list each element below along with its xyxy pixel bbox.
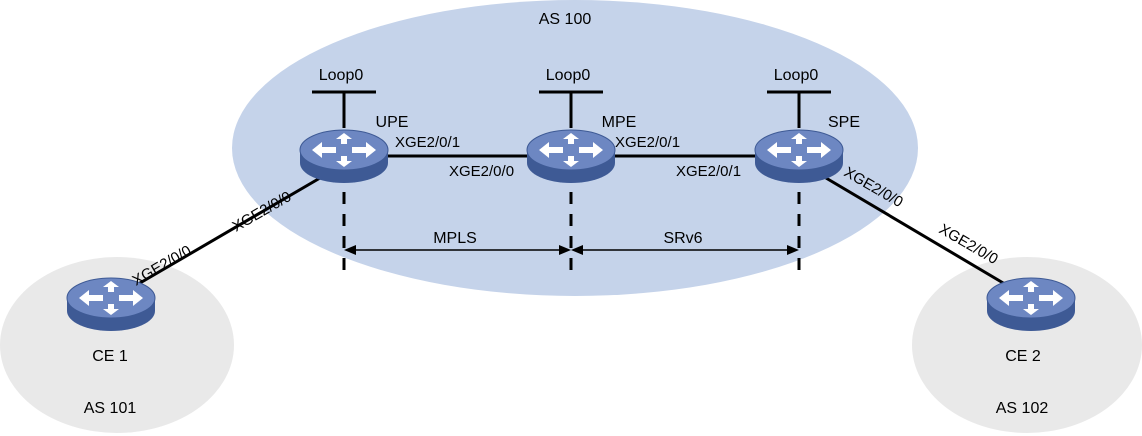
link-spe-ce2 [825,176,1016,292]
device-label-upe: UPE [376,114,409,131]
as100-label: AS 100 [539,11,592,28]
port-mpe-to-spe: XGE2/0/1 [615,134,680,151]
device-label-ce1: CE 1 [92,348,128,365]
srv6-segment-arrow [571,245,799,255]
device-label-ce2: CE 2 [1005,348,1041,365]
loopback-mpe-label: Loop0 [546,67,591,84]
mpls-label: MPLS [433,230,477,247]
router-icon-spe [754,129,844,184]
loopback-spe [767,90,831,128]
device-label-spe: SPE [828,114,860,131]
router-icon-mpe [526,129,616,184]
device-label-mpe: MPE [602,114,637,131]
srv6-label: SRv6 [663,230,702,247]
port-upe-to-mpe: XGE2/0/1 [395,134,460,151]
loopback-upe-label: Loop0 [319,67,364,84]
port-spe-from-mpe: XGE2/0/1 [676,163,741,180]
as102-region [912,257,1142,433]
as101-label: AS 101 [84,400,137,417]
loopback-upe [312,90,376,128]
port-mpe-from-upe: XGE2/0/0 [449,163,514,180]
loopback-mpe [539,90,603,128]
as101-region [0,257,234,433]
mpls-segment-arrow [344,245,571,255]
as102-label: AS 102 [996,400,1049,417]
router-icon-ce2 [986,277,1076,332]
router-icon-upe [299,129,389,184]
loopback-spe-label: Loop0 [774,67,819,84]
link-ce1-upe [127,176,321,292]
